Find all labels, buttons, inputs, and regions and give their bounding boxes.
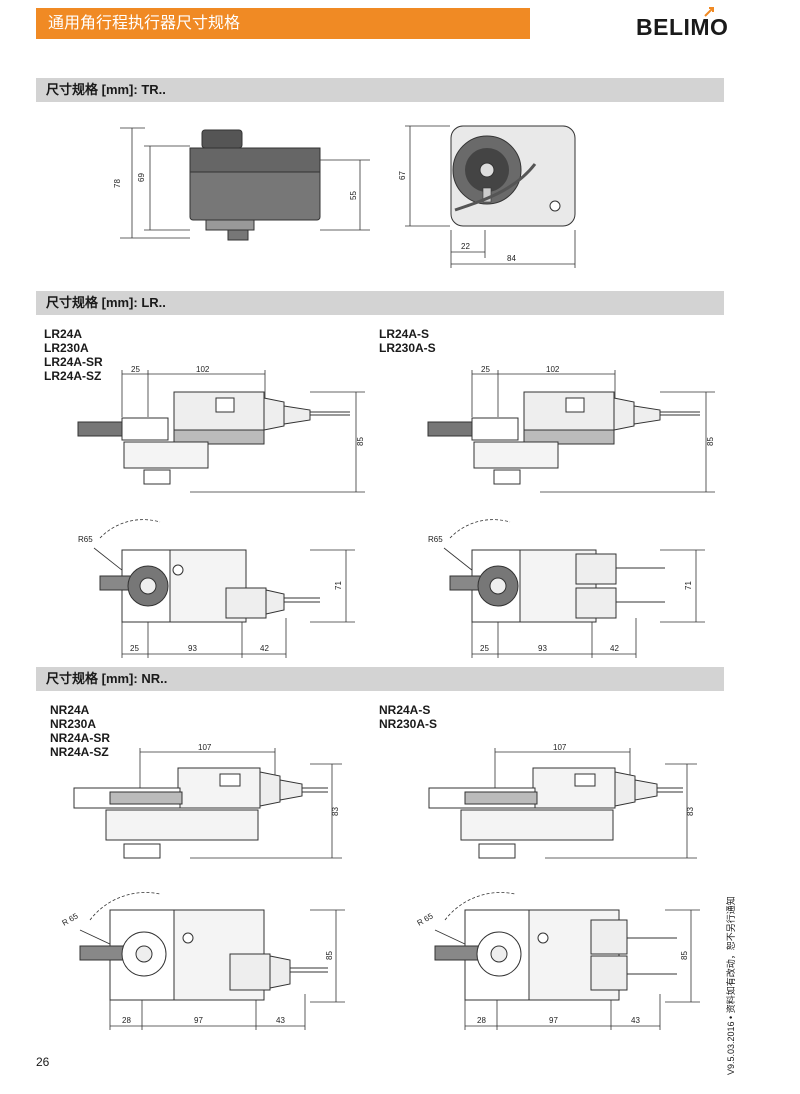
nr-s-dim-43: 43: [631, 1016, 640, 1025]
section-title: 尺寸规格 [mm]: LR..: [46, 295, 166, 310]
nr-s-dim-r65: R 65: [416, 911, 436, 928]
nr-s-dim-97: 97: [549, 1016, 558, 1025]
lr-dim-25: 25: [131, 365, 140, 374]
lr-top-view-right: R65 71 25 93 42: [428, 519, 705, 658]
tr-dim-78: 78: [113, 179, 122, 188]
lr-s-dim-102: 102: [546, 365, 560, 374]
lr-dim-r65: R65: [78, 535, 93, 544]
nr-s-dim-107: 107: [553, 743, 567, 752]
lr-s-dim-71: 71: [684, 581, 693, 590]
nr-s-dim-85: 85: [680, 951, 689, 960]
lr-model-list-left: LR24A LR230A LR24A-SR LR24A-SZ: [44, 327, 103, 383]
lr-s-dim-85: 85: [706, 437, 715, 446]
lr-s-dim-r65: R65: [428, 535, 443, 544]
lr-s-dim-42: 42: [610, 644, 619, 653]
model-label: LR24A-SZ: [44, 369, 102, 383]
nr-side-view-left: 107 83: [73, 743, 342, 859]
model-label: LR230A-S: [379, 341, 436, 355]
page-header-bar: 通用角行程执行器尺寸规格: [36, 8, 530, 39]
version-note: V9.5.03.2016 • 资料如有改动，恕不另行通知: [726, 896, 736, 1075]
tr-dim-55: 55: [349, 191, 358, 200]
nr-dim-85: 85: [325, 951, 334, 960]
nr-top-view-left: R 65 85 28 97 43: [61, 892, 345, 1030]
lr-dim-93: 93: [188, 644, 197, 653]
tr-side-view-drawing: 78 69 55: [113, 127, 370, 241]
model-label: LR24A: [44, 327, 83, 341]
model-label: NR230A-S: [379, 717, 438, 731]
section-title: 尺寸规格 [mm]: NR..: [46, 671, 168, 686]
model-label: LR230A: [44, 341, 89, 355]
model-label: NR24A-S: [379, 703, 431, 717]
lr-model-list-right: LR24A-S LR230A-S: [379, 327, 436, 355]
section-title: 尺寸规格 [mm]: TR..: [46, 82, 166, 97]
nr-side-view-right: 107 83: [428, 743, 697, 859]
lr-dim-102: 102: [196, 365, 210, 374]
lr-s-dim-93: 93: [538, 644, 547, 653]
tr-front-view-drawing: 67 22 84: [398, 125, 576, 268]
model-label: NR24A-SR: [50, 731, 111, 745]
nr-dim-r65: R 65: [61, 911, 81, 928]
nr-dim-83: 83: [331, 807, 340, 816]
page-number: 26: [36, 1055, 50, 1069]
lr-dim-71: 71: [334, 581, 343, 590]
tr-dim-22: 22: [461, 242, 470, 251]
section-header-nr: 尺寸规格 [mm]: NR..: [36, 667, 724, 691]
lr-dim-42: 42: [260, 644, 269, 653]
page-title: 通用角行程执行器尺寸规格: [48, 15, 241, 32]
nr-s-dim-83: 83: [686, 807, 695, 816]
lr-s-dim-25: 25: [481, 365, 490, 374]
lr-side-view-left: 25 102 85: [77, 365, 365, 493]
brand-logo: BELIMO: [636, 14, 729, 40]
tr-dim-69: 69: [137, 173, 146, 182]
nr-dim-28: 28: [122, 1016, 131, 1025]
nr-dim-97: 97: [194, 1016, 203, 1025]
lr-dim-85: 85: [356, 437, 365, 446]
brand-logo-mark-icon: [704, 7, 714, 17]
nr-dim-107: 107: [198, 743, 212, 752]
lr-side-view-right: 25 102 85: [427, 365, 715, 493]
section-header-tr: 尺寸规格 [mm]: TR..: [36, 78, 724, 102]
nr-s-dim-28: 28: [477, 1016, 486, 1025]
tr-dim-84: 84: [507, 254, 516, 263]
model-label: NR24A: [50, 703, 90, 717]
tr-dim-67: 67: [398, 171, 407, 180]
lr-dim-25b: 25: [130, 644, 139, 653]
nr-dim-43: 43: [276, 1016, 285, 1025]
nr-model-list-right: NR24A-S NR230A-S: [379, 703, 437, 731]
model-label: LR24A-S: [379, 327, 430, 341]
model-label: NR230A: [50, 717, 97, 731]
nr-top-view-right: R 65 85 28 97 43: [416, 892, 700, 1030]
nr-model-list-left: NR24A NR230A NR24A-SR NR24A-SZ: [50, 703, 110, 759]
model-label: LR24A-SR: [44, 355, 103, 369]
model-label: NR24A-SZ: [50, 745, 109, 759]
section-header-lr: 尺寸规格 [mm]: LR..: [36, 291, 724, 315]
lr-s-dim-25b: 25: [480, 644, 489, 653]
lr-top-view-left: R65 71 25 93 42: [78, 519, 355, 658]
